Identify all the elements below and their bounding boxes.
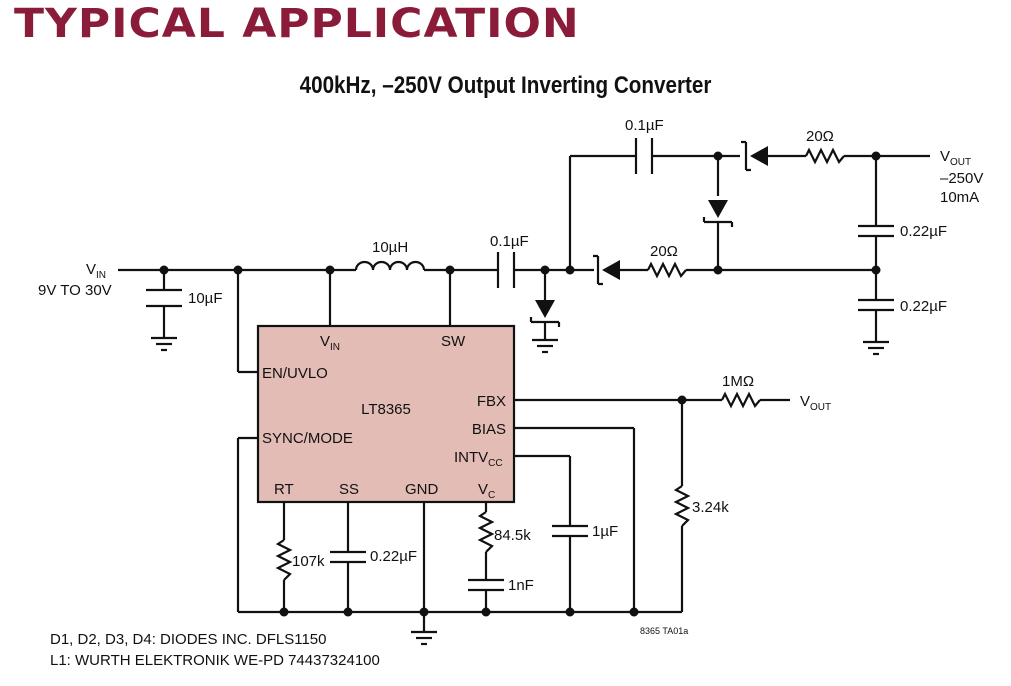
pin-ss: SS: [339, 481, 359, 498]
note-inductor: L1: WURTH ELEKTRONIK WE-PD 74437324100: [50, 652, 380, 669]
pin-gnd: GND: [405, 481, 439, 498]
ic-name: LT8365: [361, 401, 411, 418]
rfbbot-label: 3.24k: [692, 499, 729, 516]
capacitor-intvcc: [552, 524, 588, 538]
ic-lt8365: LT8365 VIN SW EN/UVLO SYNC/MODE FBX BIAS…: [256, 324, 516, 504]
pin-en-uvlo: EN/UVLO: [262, 365, 328, 382]
ground-ic: [411, 630, 437, 646]
css-label: 0.22µF: [370, 548, 417, 565]
resistor-r-mid: [647, 261, 687, 279]
circuit-title: 400kHz, –250V Output Inverting Converter: [299, 72, 712, 99]
cintvcc-label: 1µF: [592, 523, 618, 540]
rrt-label: 107k: [292, 553, 325, 570]
vin-label: VIN: [86, 261, 106, 281]
pin-rt: RT: [274, 481, 294, 498]
capacitor-sw: [496, 252, 516, 288]
component-labels: VIN 9V TO 30V 10µF 10µH 0.1µF 0.1µF 20Ω …: [38, 117, 983, 594]
diode-d2: [593, 254, 620, 286]
junction-dots: [159, 151, 881, 617]
diode-d3: [702, 200, 734, 227]
resistor-r-vc: [477, 511, 495, 553]
capacitor-cin: [146, 288, 182, 308]
capacitor-top: [634, 138, 654, 174]
ctop-label: 0.1µF: [625, 117, 664, 134]
ground-cin: [151, 336, 177, 352]
resistor-r-top: [805, 147, 845, 165]
resistor-r-fb-top: [721, 391, 761, 409]
ground-out: [863, 340, 889, 356]
vin-range-label: 9V TO 30V: [38, 282, 112, 299]
pin-vin: VIN: [320, 333, 340, 353]
section-header: TYPICAL APPLICATION: [14, 0, 580, 47]
pin-vc: VC: [478, 481, 495, 501]
capacitor-out2: [858, 298, 894, 312]
vout-current-label: 10mA: [940, 189, 979, 206]
rtop-label: 20Ω: [806, 128, 834, 145]
pin-bias: BIAS: [472, 421, 506, 438]
inductor-l1: [354, 260, 426, 271]
diode-d4: [741, 140, 768, 172]
resistor-r-fb-bot: [673, 485, 691, 527]
vout-label: VOUT: [940, 148, 971, 168]
l1-label: 10µH: [372, 239, 408, 256]
cvc-label: 1nF: [508, 577, 534, 594]
vout-voltage-label: –250V: [940, 170, 983, 187]
rmid-label: 20Ω: [650, 243, 678, 260]
pin-fbx: FBX: [477, 393, 506, 410]
cout1-label: 0.22µF: [900, 223, 947, 240]
cout2-label: 0.22µF: [900, 298, 947, 315]
diode-d1: [529, 300, 561, 327]
resistor-r-rt: [275, 539, 293, 581]
rvc-label: 84.5k: [494, 527, 531, 544]
pin-sw: SW: [441, 333, 466, 350]
pin-intvcc: INTVCC: [454, 449, 503, 469]
pin-sync-mode: SYNC/MODE: [262, 430, 353, 447]
vout-fb-label: VOUT: [800, 393, 831, 413]
figure-id: 8365 TA01a: [640, 626, 689, 636]
csw-label: 0.1µF: [490, 233, 529, 250]
capacitor-out1: [858, 224, 894, 238]
cin-label: 10µF: [188, 290, 223, 307]
ground-d1: [532, 338, 558, 354]
note-diodes: D1, D2, D3, D4: DIODES INC. DFLS1150: [50, 631, 327, 648]
rfbtop-label: 1MΩ: [722, 373, 754, 390]
capacitor-ss: [330, 550, 366, 564]
capacitor-vc: [468, 578, 504, 592]
